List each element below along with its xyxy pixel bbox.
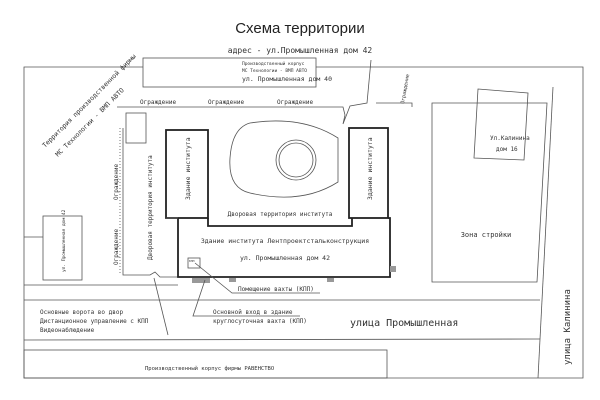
construction-zone-label: Зона стройки [461,231,512,239]
top-building: Производственный корпус МС Технологии - … [142,57,332,88]
guard-room [187,257,201,269]
kalinina-16-number: дом 16 [496,146,518,153]
main-building-address: ул. Промышленная дом 42 [240,254,330,262]
fence: Ограждение Ограждение Ограждение Огражде… [113,59,411,275]
gates-callout-1: Основные ворота во двор [40,309,123,316]
guard-room-callout: Помещение вахты (КПП) [238,286,314,293]
yard-left-label: Дворовая территория института [147,155,154,260]
callouts: Помещение вахты (КПП) Основной вход в зд… [40,262,320,336]
institute-building-right-label: Здание института [366,137,374,200]
kalinina-street-label: улица Калинина [563,289,573,365]
kpp-label: КПП [189,259,195,263]
promyshlennaya-street: улица Промышленная [23,284,541,341]
institute-building-right [348,127,389,219]
institute-complex: Здание института Здание института Дворов… [165,120,396,283]
top-building-address: ул. Промышленная дом 40 [242,75,332,83]
top-building-line1: Производственный корпус [242,61,305,67]
left-building: ул. Промышленная дом 42 Дворовая террито… [24,112,178,281]
gates-callout-2: Дистанционное управление с КПП [40,318,149,325]
address-subtitle: адрес - ул.Промышленная дом 42 [228,46,373,55]
main-entrance-callout-1: Основной вход в здание [213,309,293,316]
kalinina-16-building [473,88,529,161]
institute-building-left-label: Здание института [184,137,192,200]
kalinina-16-label: Ул.Калинина [490,135,530,142]
gates-callout-3: Видеонаблюдение [40,327,95,334]
fence-label-1: Ограждение [140,99,177,106]
top-building-line2: МС Технологии - ВМП АВТО [242,68,307,74]
main-entrance-callout-2: круглосуточная вахта (КПП) [213,318,307,325]
plan-title: Схема территории [235,20,365,37]
bottom-building-label: Производственный корпус фирмы РАВЕНСТВО [145,366,274,372]
construction-zone [431,102,548,283]
entrance-steps [192,278,210,283]
promyshlennaya-street-label: улица Промышленная [350,318,458,329]
fence-label-4: Ограждение [400,74,411,105]
fence-label-3: Ограждение [277,99,314,106]
inner-yard-label: Дворовая территория института [228,211,333,218]
main-building-label: Здание института Лентпроектстальконструк… [201,237,369,245]
bottom-building: Производственный корпус фирмы РАВЕНСТВО [23,349,388,379]
fence-label-5: Ограждение [113,163,120,200]
site-frame [23,66,584,379]
left-building-label: ул. Промышленная дом 42 [61,209,67,272]
fence-label-2: Ограждение [208,99,245,106]
right-area: Зона стройки Ул.Калинина дом 16 улица Ка… [376,86,573,379]
fence-label-6: Ограждение [113,228,120,265]
institute-building-left [165,129,209,219]
